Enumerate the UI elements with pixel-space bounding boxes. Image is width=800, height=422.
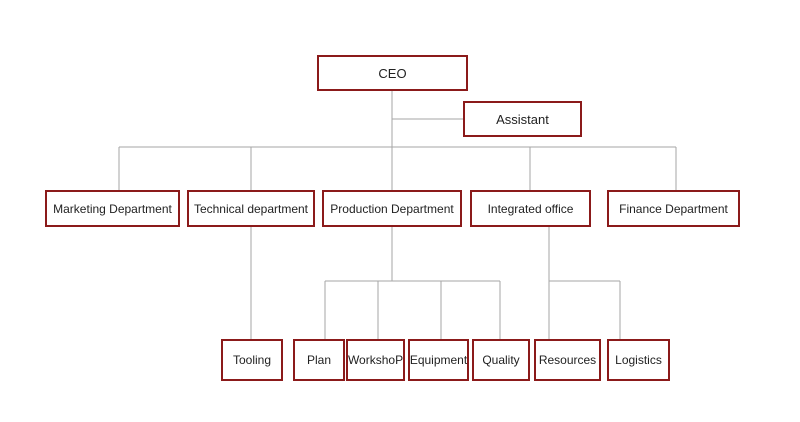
tooling-label: Tooling [232, 353, 272, 367]
production-department-box: Production Department [322, 190, 462, 227]
plan-box: Plan [293, 339, 345, 381]
finance-department-box: Finance Department [607, 190, 740, 227]
resources-label: Resources [538, 353, 597, 367]
equipment-box: Equipment [408, 339, 469, 381]
marketing-department-label: Marketing Department [53, 201, 172, 216]
finance-department-label: Finance Department [619, 201, 728, 216]
ceo-box: CEO [317, 55, 468, 91]
logistics-box: Logistics [607, 339, 670, 381]
integrated-office-label: Integrated office [487, 201, 574, 216]
technical-department-box: Technical department [187, 190, 315, 227]
resources-box: Resources [534, 339, 601, 381]
quality-label: Quality [482, 353, 520, 367]
production-department-label: Production Department [330, 201, 454, 216]
tooling-box: Tooling [221, 339, 283, 381]
workshop-label: WorkshoP [347, 353, 404, 367]
equipment-label: Equipment [409, 353, 468, 367]
logistics-label: Logistics [615, 353, 662, 367]
workshop-box: WorkshoP [346, 339, 405, 381]
plan-label: Plan [306, 353, 332, 367]
technical-department-label: Technical department [193, 201, 309, 216]
ceo-label: CEO [378, 65, 407, 81]
marketing-department-box: Marketing Department [45, 190, 180, 227]
quality-box: Quality [472, 339, 530, 381]
assistant-box: Assistant [463, 101, 582, 137]
assistant-label: Assistant [496, 111, 549, 127]
integrated-office-box: Integrated office [470, 190, 591, 227]
